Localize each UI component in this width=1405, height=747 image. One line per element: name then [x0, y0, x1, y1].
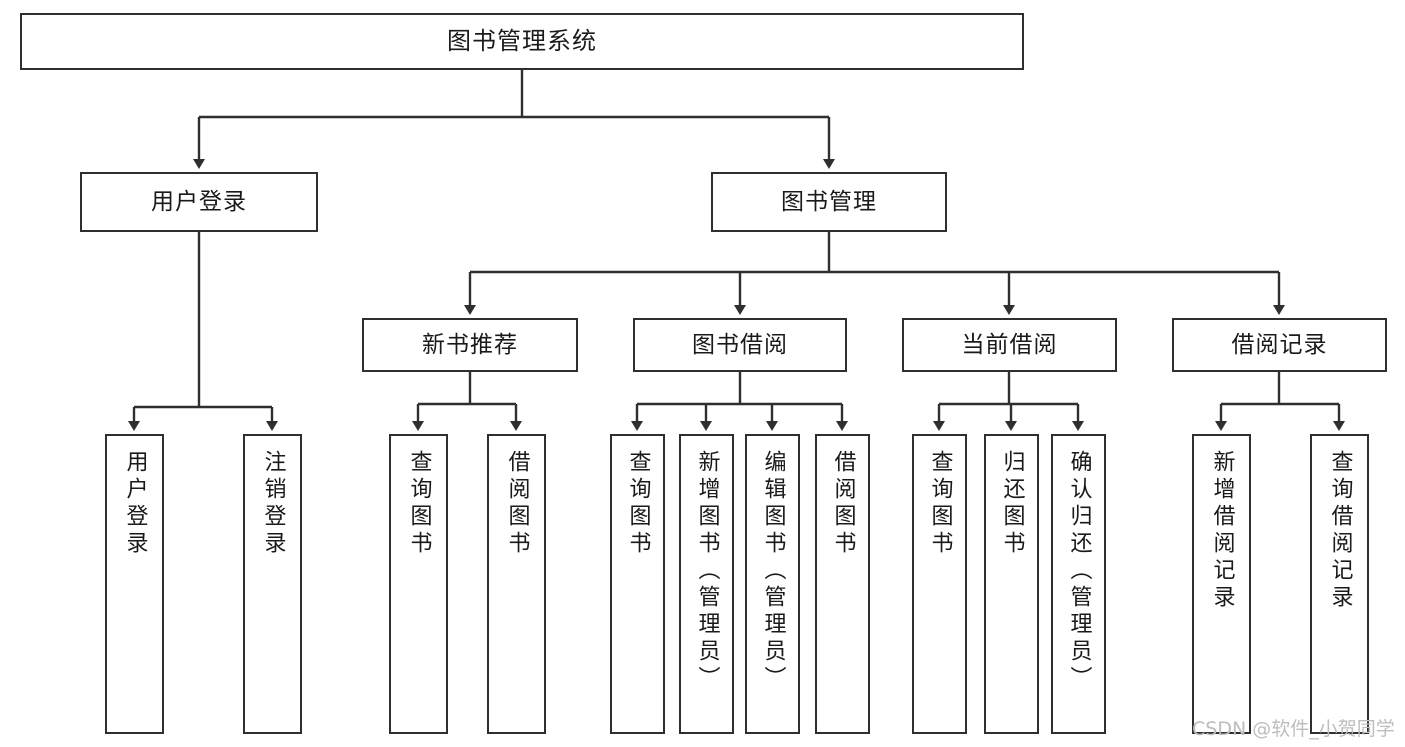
node-book-manage-label: 图书管理 [781, 188, 877, 215]
node-borrow-record-label: 借阅记录 [1231, 331, 1328, 358]
node-leaf-user-logout[interactable]: 注销登录 [243, 434, 302, 734]
node-current-borrow[interactable]: 当前借阅 [902, 318, 1117, 372]
node-leaf-confirm-return[interactable]: 确认归还（管理员） [1051, 434, 1106, 734]
node-leaf-borrow-book-recommend-label: 借阅图书 [504, 450, 530, 558]
node-leaf-borrow-book-recommend[interactable]: 借阅图书 [487, 434, 546, 734]
node-leaf-user-login-label: 用户登录 [122, 450, 148, 558]
node-leaf-query-book-recommend[interactable]: 查询图书 [389, 434, 448, 734]
node-leaf-add-borrow-record[interactable]: 新增借阅记录 [1192, 434, 1251, 734]
node-leaf-return-book-label: 归还图书 [999, 450, 1025, 558]
node-leaf-borrow-book[interactable]: 借阅图书 [815, 434, 870, 734]
node-leaf-query-borrow-record[interactable]: 查询借阅记录 [1310, 434, 1369, 734]
node-leaf-borrow-book-label: 借阅图书 [830, 450, 856, 558]
node-current-borrow-label: 当前借阅 [961, 331, 1058, 358]
node-leaf-query-book-borrow[interactable]: 查询图书 [610, 434, 665, 734]
node-leaf-return-book[interactable]: 归还图书 [984, 434, 1039, 734]
node-root[interactable]: 图书管理系统 [20, 13, 1024, 70]
node-leaf-query-book-recommend-label: 查询图书 [406, 450, 432, 558]
node-leaf-query-borrow-record-label: 查询借阅记录 [1327, 450, 1353, 612]
node-user-login[interactable]: 用户登录 [80, 172, 318, 232]
node-book-borrow-label: 图书借阅 [692, 331, 788, 358]
node-user-login-label: 用户登录 [151, 188, 247, 215]
node-leaf-add-borrow-record-label: 新增借阅记录 [1209, 450, 1235, 612]
node-leaf-edit-book-label: 编辑图书（管理员） [760, 450, 786, 693]
node-leaf-user-login[interactable]: 用户登录 [105, 434, 164, 734]
node-book-manage[interactable]: 图书管理 [711, 172, 947, 232]
node-leaf-add-book-label: 新增图书（管理员） [694, 450, 720, 693]
node-leaf-query-book-current-label: 查询图书 [927, 450, 953, 558]
node-leaf-add-book[interactable]: 新增图书（管理员） [679, 434, 734, 734]
node-new-book-recommend[interactable]: 新书推荐 [362, 318, 578, 372]
node-leaf-query-book-borrow-label: 查询图书 [625, 450, 651, 558]
node-leaf-confirm-return-label: 确认归还（管理员） [1066, 450, 1092, 693]
node-root-label: 图书管理系统 [447, 26, 597, 55]
node-leaf-edit-book[interactable]: 编辑图书（管理员） [745, 434, 800, 734]
node-book-borrow[interactable]: 图书借阅 [633, 318, 847, 372]
node-borrow-record[interactable]: 借阅记录 [1172, 318, 1387, 372]
node-leaf-query-book-current[interactable]: 查询图书 [912, 434, 967, 734]
node-new-book-recommend-label: 新书推荐 [422, 331, 518, 358]
csdn-watermark: CSDN @软件_小贺同学 [1192, 718, 1395, 740]
node-leaf-user-logout-label: 注销登录 [260, 450, 286, 558]
